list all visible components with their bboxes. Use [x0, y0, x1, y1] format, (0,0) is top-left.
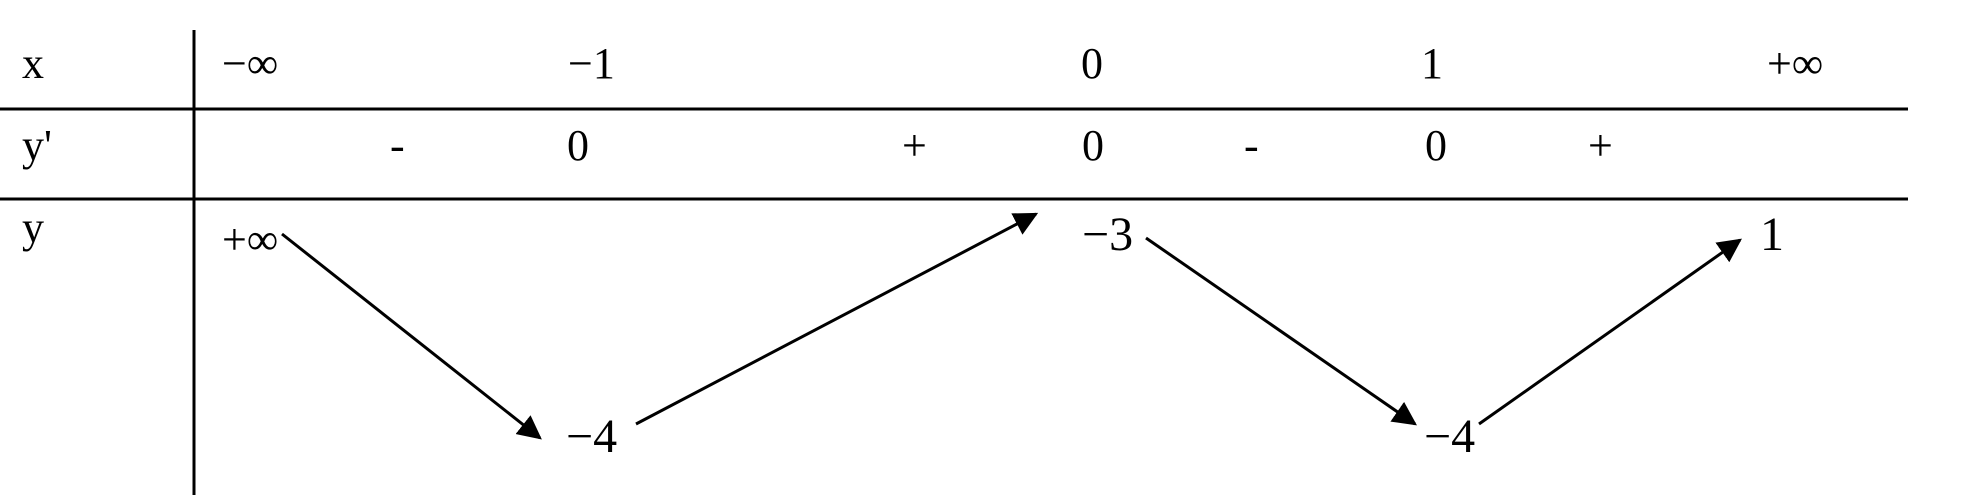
y-value-end: 1 — [1760, 208, 1784, 261]
x-value-neg-one: −1 — [568, 39, 615, 88]
derivative-zero-3: 0 — [1425, 121, 1447, 170]
y-value-min-2: −4 — [1424, 410, 1475, 463]
y-value-start: +∞ — [222, 215, 278, 264]
x-value-neg-infinity: −∞ — [222, 39, 278, 88]
arrow-decreasing-2 — [1145, 236, 1417, 426]
arrow-increasing-1 — [635, 212, 1039, 426]
y-value-min-1: −4 — [566, 410, 617, 463]
x-value-pos-infinity: +∞ — [1767, 39, 1823, 88]
x-value-zero: 0 — [1081, 39, 1103, 88]
row-label-x: x — [22, 39, 44, 88]
y-value-max: −3 — [1082, 208, 1133, 261]
row-label-y: y — [22, 203, 44, 252]
x-value-one: 1 — [1421, 39, 1443, 88]
derivative-sign-3: - — [1244, 121, 1259, 170]
derivative-sign-1: - — [390, 121, 405, 170]
row-label-derivative: y' — [22, 121, 52, 170]
derivative-sign-4: + — [1588, 121, 1613, 170]
derivative-sign-2: + — [902, 121, 927, 170]
arrow-decreasing-1 — [281, 232, 542, 440]
derivative-zero-1: 0 — [567, 121, 589, 170]
arrow-increasing-2 — [1478, 238, 1742, 426]
derivative-zero-2: 0 — [1082, 121, 1104, 170]
